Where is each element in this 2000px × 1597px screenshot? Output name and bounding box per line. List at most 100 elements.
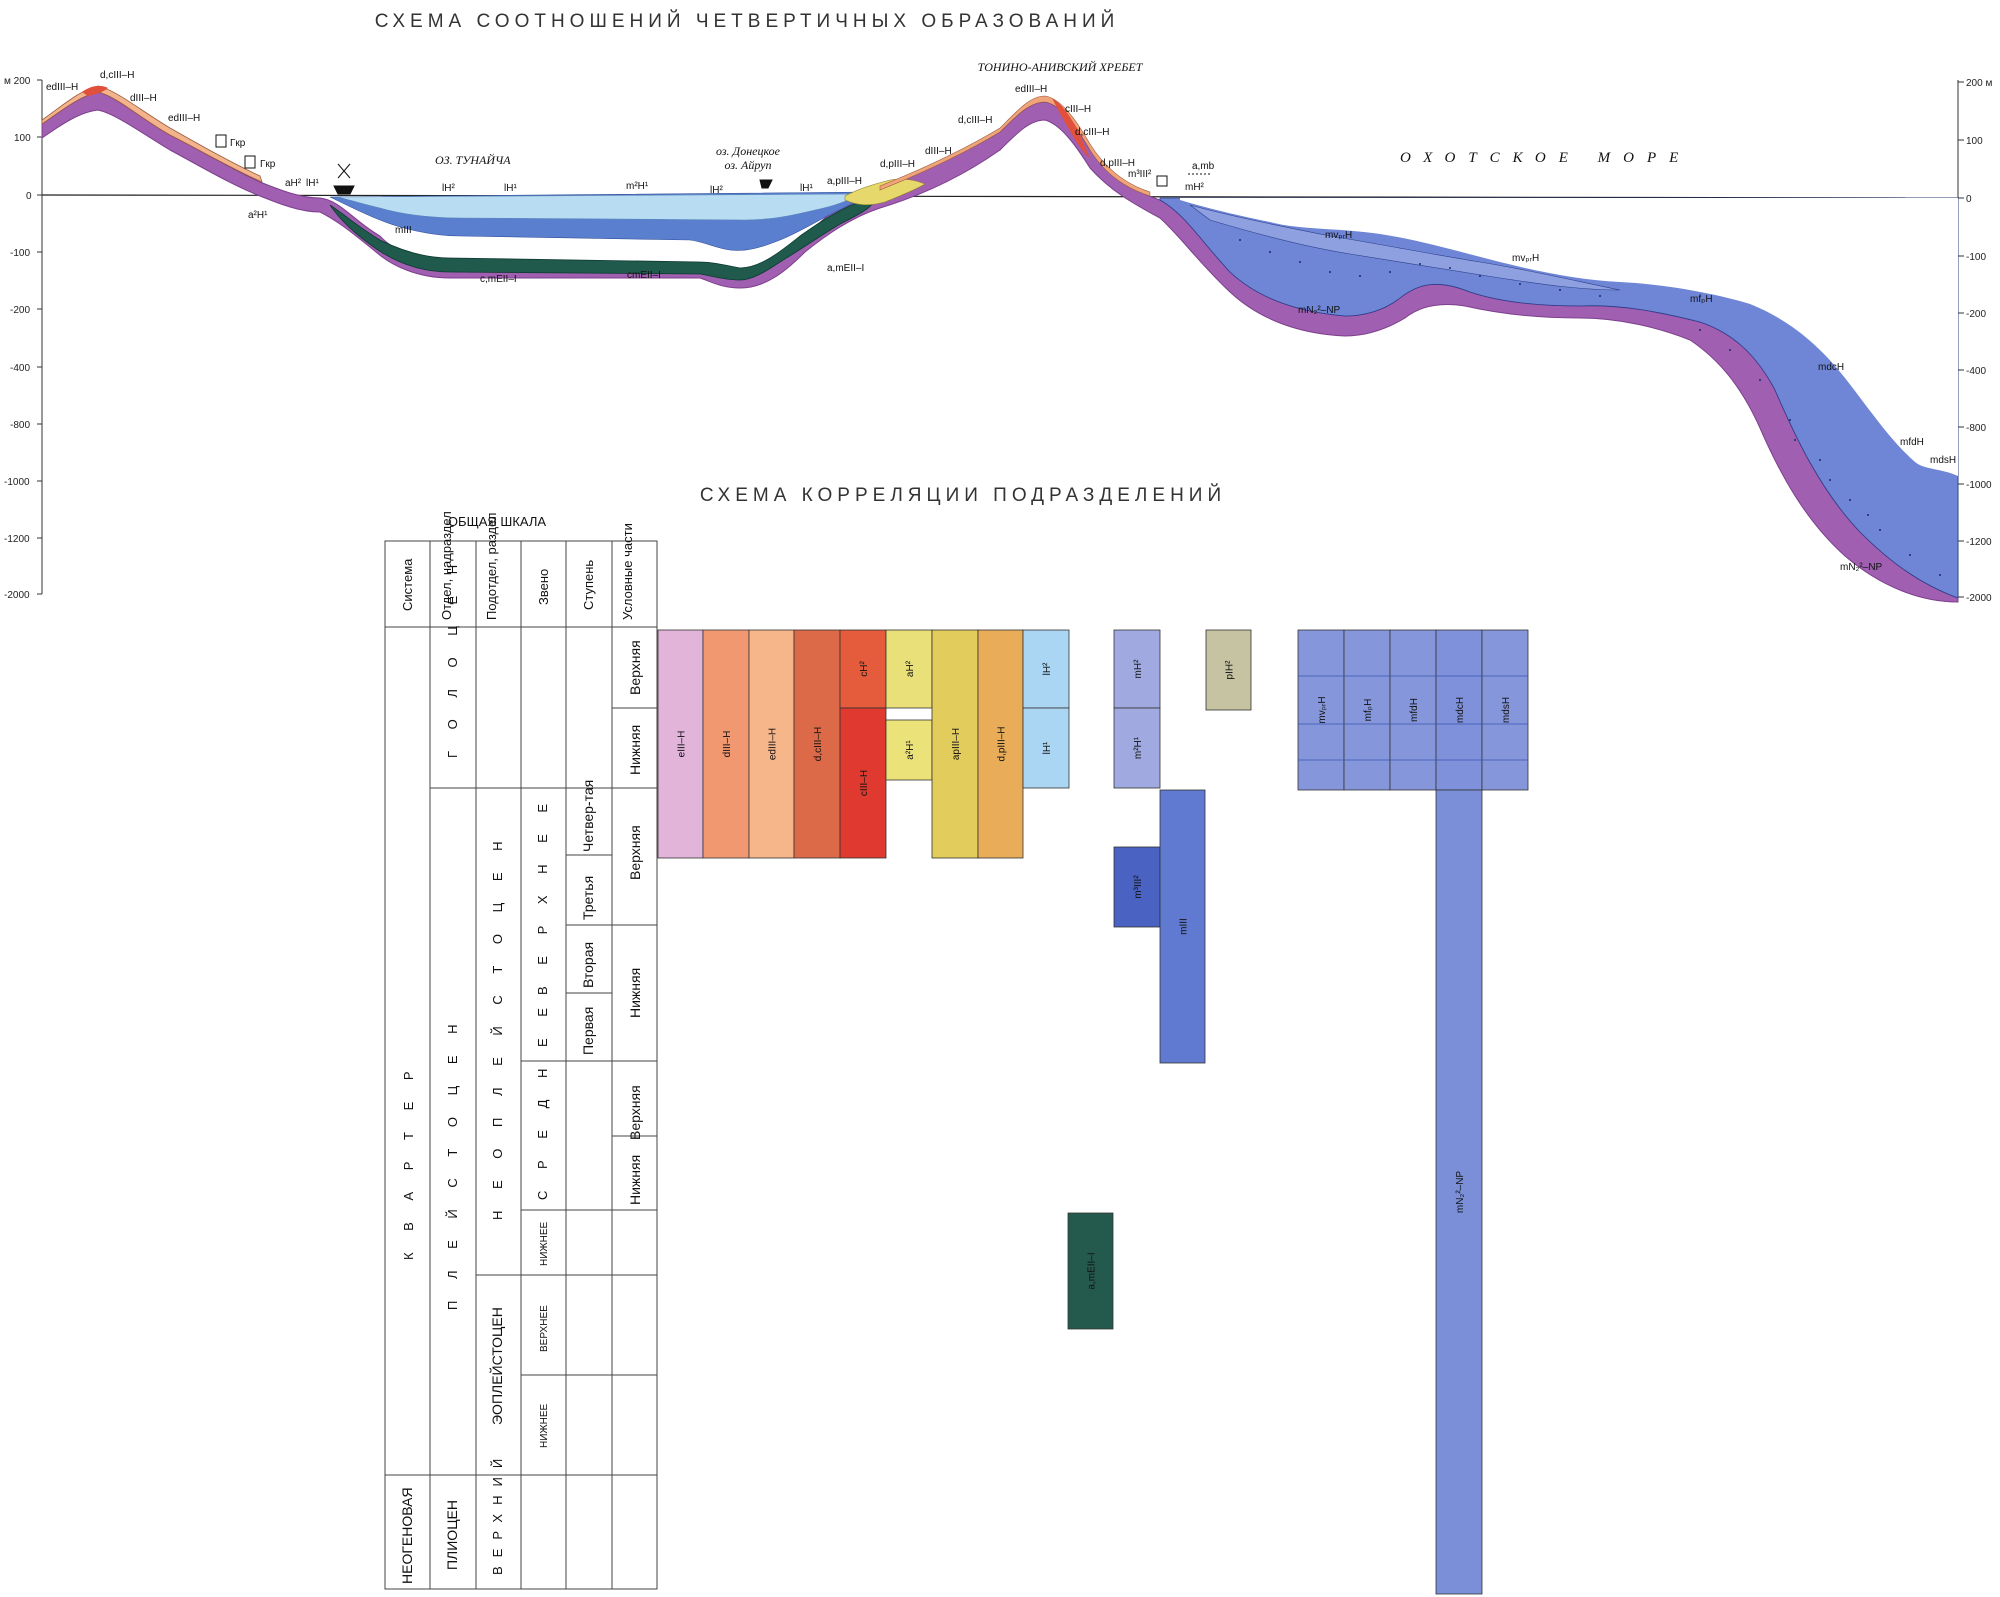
left-tick-m1000: -1000	[4, 477, 30, 488]
correlation-bar	[748, 629, 795, 859]
label-amb: a,mb	[1192, 161, 1215, 172]
right-tick-m400: -400	[1966, 366, 1986, 377]
correlation-bar-label: dIII–H	[722, 731, 733, 758]
correlation-bar-label: edIII–H	[768, 728, 779, 760]
label-m3III2: m³III²	[1128, 169, 1152, 180]
correlation-bar-label: a²H¹	[905, 740, 916, 760]
correlation-bar-label: d,cIII–H	[813, 727, 824, 761]
label-dpIII-H-a: d,pIII–H	[880, 159, 915, 170]
label-lH1-c: lH¹	[800, 183, 813, 194]
sea-upper-sediment	[1189, 204, 1621, 291]
left-tick-0: 0	[26, 191, 32, 202]
cell-vtoraya: Вторая	[580, 942, 596, 988]
lake-tunaycha-label: ОЗ. ТУНАЙЧА	[435, 152, 511, 167]
correlation-title: СХЕМА КОРРЕЛЯЦИИ ПОДРАЗДЕЛЕНИЙ	[700, 484, 1226, 506]
hammers-icon	[337, 163, 351, 179]
right-tick-m1200: -1200	[1966, 537, 1992, 548]
correlation-bar-label: mH²	[1133, 659, 1144, 679]
label-dcIII-H-a: d,cIII–H	[100, 70, 134, 81]
right-tick-m2000: -2000	[1966, 593, 1992, 604]
mine-icon	[333, 185, 355, 195]
okhotsk-sea-label: ОХОТСКОЕ МОРЕ	[1400, 150, 1691, 166]
lake-donetskoe-label: оз. Донецкое	[716, 144, 781, 158]
sample-icon	[759, 179, 773, 189]
correlation-bar	[793, 629, 841, 859]
lake-airup-label: оз. Айруп	[724, 158, 771, 172]
correlation-bar	[1067, 1212, 1114, 1330]
left-depth-axis: м 200 100 0 -100 -200 -400 -800 -1000 -1…	[4, 76, 43, 601]
cell-verhnee-link: В Е Р Х Н Е Е	[535, 795, 550, 995]
cell-eo-verhnee: ВЕРХНЕЕ	[539, 1305, 550, 1352]
label-edIII-H-c: edIII–H	[1015, 84, 1047, 95]
label-mdcH: mdcH	[1818, 362, 1844, 373]
label-cIII-H: cIII–H	[1065, 104, 1091, 115]
west-peak-red	[82, 85, 108, 96]
left-tick-m400: -400	[10, 363, 30, 374]
cell-mid-lower: Нижняя	[627, 1155, 643, 1205]
right-tick-m800: -800	[1966, 423, 1986, 434]
cell-neopleistocen: Н Е О П Л Е Й С Т О Ц Е Н	[490, 832, 505, 1220]
correlation-bar	[1159, 789, 1206, 1064]
label-aH2: aH²	[285, 178, 302, 189]
label-dIII-H-a: dIII–H	[130, 93, 157, 104]
east-slope-orange	[879, 95, 1151, 197]
label-gkr-2: Гкр	[260, 159, 276, 170]
right-depth-axis: 200 м 100 0 -100 -200 -400 -800 -1000 -1…	[1957, 78, 1992, 604]
correlation-bar	[1481, 629, 1529, 791]
scale-cells: К В А Р Т Е Р НЕОГЕНОВАЯ Г О Л О Ц Е Н П…	[399, 556, 643, 1584]
correlation-bar-label: apIII–H	[951, 728, 962, 760]
header-division: Отдел, надраздел	[439, 511, 454, 620]
correlation-bar	[1113, 629, 1161, 709]
borehole-icon-1	[215, 134, 227, 148]
right-tick-0: 0	[1966, 194, 1972, 205]
cell-verhniy: ВЕРХНИЙ	[490, 1450, 505, 1575]
label-mvprH-a: mvₚᵣH	[1325, 230, 1352, 241]
left-tick-m100: -100	[10, 248, 30, 259]
cell-eo-nizhnee: НИЖНЕЕ	[539, 1403, 550, 1448]
correlation-bar-label: cIII–H	[859, 770, 870, 796]
header-stage: Ступень	[581, 560, 596, 610]
correlation-bar-label: aH²	[905, 660, 916, 677]
section-title: СХЕМА СООТНОШЕНИЙ ЧЕТВЕРТИЧНЫХ ОБРАЗОВАН…	[375, 10, 1120, 32]
correlation-bar	[702, 629, 750, 859]
correlation-bar-label: mN₂²–NP	[1455, 1171, 1466, 1214]
correlation-bar	[1113, 707, 1161, 789]
correlation-bar-label: m²H¹	[1133, 736, 1144, 759]
correlation-bar-label: a,mEII–I	[1087, 1252, 1098, 1289]
cell-kvarter: К В А Р Т Е Р	[401, 1062, 416, 1260]
cell-srednee-link: С Р Е Д Н Е Е	[535, 999, 550, 1200]
cell-np-lower: Нижняя	[627, 968, 643, 1018]
right-tick-m1000: -1000	[1966, 480, 1992, 491]
label-dIII-H-b: dIII–H	[925, 146, 952, 157]
label-gkr-1: Гкр	[230, 138, 246, 149]
label-mN2-NP-b: mN₂²–NP	[1840, 562, 1883, 573]
label-apIII-H: a,pIII–H	[827, 176, 862, 187]
left-tick-m2000: -2000	[4, 590, 30, 601]
label-cmEII-I-b: cmEII–I	[627, 270, 661, 281]
section-unit-labels: edIII–H d,cIII–H dIII–H edIII–H Гкр Гкр …	[46, 70, 1956, 573]
correlation-bar	[1389, 629, 1437, 791]
cross-section	[41, 85, 1959, 603]
correlation-bar-label: mfₚH	[1363, 699, 1374, 722]
label-edIII-H-b: edIII–H	[168, 113, 200, 124]
left-tick-200: м 200	[4, 76, 31, 87]
label-mvprH-b: mvₚᵣH	[1512, 253, 1539, 264]
label-mfpH: mfₚH	[1690, 294, 1713, 305]
cell-golocen: Г О Л О Ц Е Н	[445, 556, 460, 758]
label-dcIII-H-b: d,cIII–H	[958, 115, 992, 126]
ridge-red	[1052, 98, 1090, 158]
correlation-bar	[1022, 629, 1070, 709]
header-parts: Условные части	[620, 523, 635, 620]
right-tick-200: 200 м	[1966, 78, 1992, 89]
correlation-bar-label: mdcH	[1455, 697, 1466, 723]
correlation-bar	[977, 629, 1024, 859]
cell-hol-upper: Верхняя	[627, 640, 643, 695]
cell-tretya: Третья	[580, 876, 596, 920]
correlation-bar	[1435, 629, 1483, 791]
header-link: Звено	[536, 569, 551, 605]
bedrock-purple-layer	[41, 91, 1959, 603]
correlation-bar-label: mIII	[1179, 918, 1190, 935]
label-lH2-a: lH²	[442, 183, 455, 194]
left-tick-m200: -200	[10, 305, 30, 316]
